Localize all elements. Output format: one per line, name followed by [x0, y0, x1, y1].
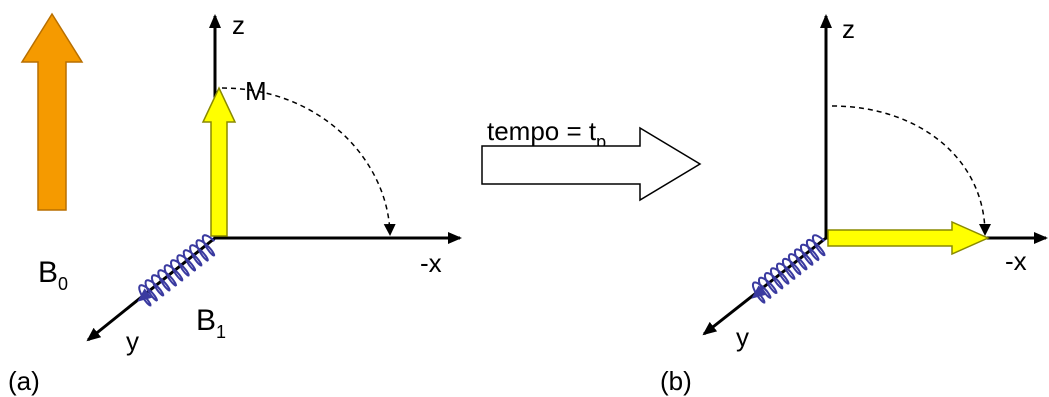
tempo-label: tempo = tp [487, 116, 606, 152]
coil-arrowhead [751, 285, 766, 299]
panel-a: B0 z -x y M B1 (a) [8, 10, 462, 396]
magnetization-vector [201, 86, 237, 237]
b1-label: B1 [196, 304, 226, 342]
x-axis-label-b: -x [1005, 246, 1027, 276]
rf-coil [137, 234, 216, 307]
rotation-arc-b [831, 105, 991, 236]
rf-coil-b [751, 234, 826, 304]
b0-label: B0 [38, 256, 68, 294]
transition: tempo = tp [481, 116, 702, 202]
b0-field-arrow [20, 12, 84, 211]
y-axis-b [702, 236, 827, 336]
coil-windings [138, 234, 216, 307]
coil-windings [751, 234, 826, 304]
panel-b: z -x y (b) [660, 14, 1048, 396]
x-axis-label: -x [420, 248, 442, 278]
coil-arrowhead [137, 288, 152, 302]
z-axis-label-b: z [842, 14, 855, 44]
caption-b: (b) [660, 366, 692, 396]
y-axis-label-b: y [736, 322, 749, 352]
rotation-arc [221, 87, 396, 236]
z-axis-label: z [232, 10, 245, 40]
transition-arrow [481, 126, 702, 202]
magnetization-label: M [245, 76, 267, 106]
caption-a: (a) [8, 366, 40, 396]
magnetization-vector-b [827, 220, 990, 256]
y-axis-label: y [126, 326, 139, 356]
